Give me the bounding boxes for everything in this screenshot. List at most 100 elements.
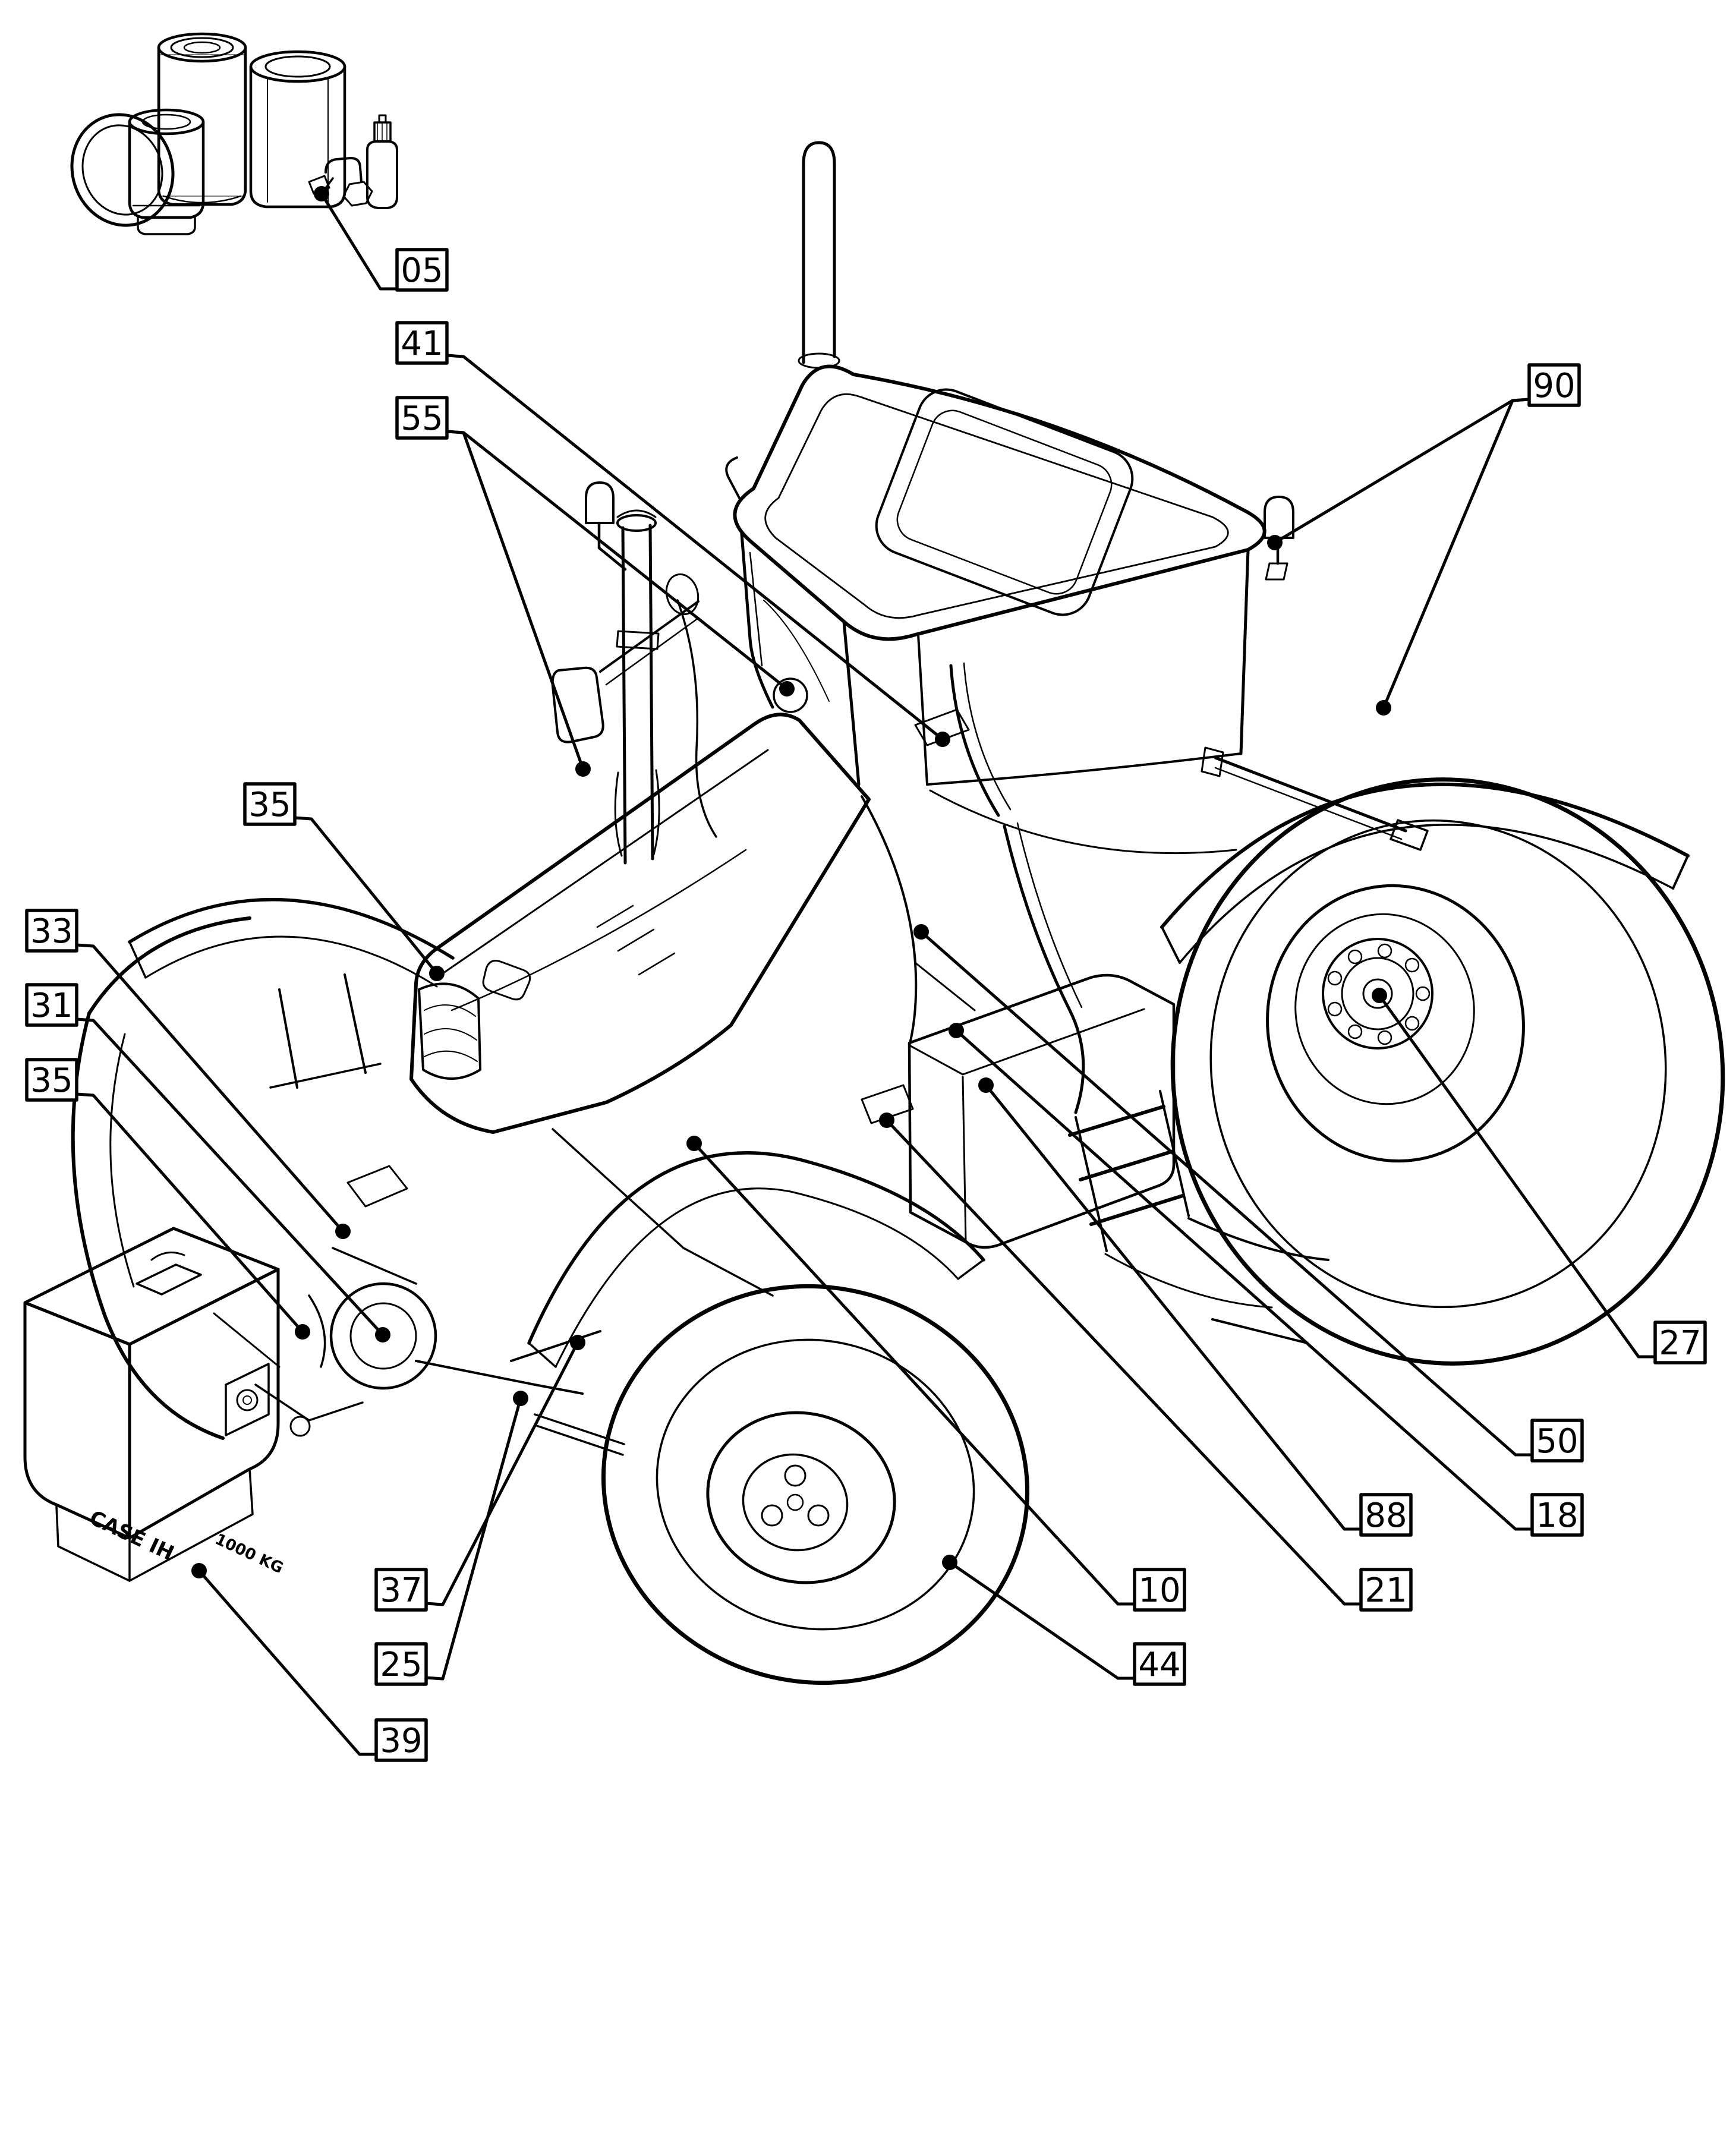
callout-10[interactable]: 10 — [686, 1136, 1186, 1612]
fender-mount-bar — [1214, 756, 1407, 833]
svg-text:90: 90 — [1533, 367, 1575, 405]
leader-41 — [445, 354, 944, 741]
leader-90-b — [1382, 398, 1531, 710]
leader-10 — [692, 1142, 1136, 1606]
step-tread — [1068, 1105, 1165, 1137]
svg-text:41: 41 — [401, 324, 443, 363]
weight-rating-text: 1000 KG — [212, 1530, 286, 1577]
leader-27 — [1378, 994, 1657, 1359]
svg-text:18: 18 — [1536, 1496, 1578, 1535]
leader-dot — [314, 186, 329, 201]
svg-text:35: 35 — [30, 1061, 73, 1100]
callout-37[interactable]: 37 — [374, 1335, 585, 1612]
cab-roof — [725, 141, 1266, 641]
tie-rod — [415, 1360, 584, 1395]
steering-cylinder — [510, 1330, 601, 1362]
headlight — [482, 960, 531, 1001]
front-hub — [742, 1453, 849, 1552]
svg-text:33: 33 — [30, 912, 73, 951]
leader-50 — [919, 930, 1534, 1457]
leader-55-a — [445, 430, 585, 771]
leader-dot — [429, 966, 445, 981]
callout-31[interactable]: 31 — [25, 983, 390, 1342]
leader-55-b — [445, 430, 789, 691]
rear-right-pillar — [1239, 548, 1250, 755]
leader-dot — [942, 1555, 957, 1570]
front-axle — [213, 1165, 625, 1456]
a-pillar-left — [740, 532, 774, 709]
drain-fitting — [308, 157, 373, 207]
rear-wheel — [1170, 777, 1725, 1366]
svg-text:39: 39 — [380, 1722, 422, 1760]
leader-dot — [949, 1023, 964, 1038]
callout-50[interactable]: 50 — [913, 924, 1584, 1463]
leader-35-hood — [293, 816, 439, 975]
callout-27[interactable]: 27 — [1372, 988, 1707, 1364]
breather-bottle — [366, 114, 398, 209]
callout-39[interactable]: 39 — [191, 1563, 428, 1762]
cowl-vent — [914, 708, 970, 746]
weight-clevis — [225, 1363, 270, 1436]
step-tread — [1089, 1194, 1184, 1226]
callout-41[interactable]: 41 — [395, 321, 950, 747]
leader-dot — [1372, 988, 1387, 1003]
belt-outer — [70, 113, 175, 227]
rear-hub — [1322, 938, 1433, 1050]
callout-90[interactable]: 90 — [1267, 363, 1581, 716]
svg-text:27: 27 — [1659, 1324, 1701, 1363]
svg-text:88: 88 — [1365, 1496, 1407, 1535]
secondary-air-filter — [249, 50, 346, 209]
svg-text:50: 50 — [1536, 1422, 1578, 1461]
svg-text:35: 35 — [248, 786, 291, 824]
coupler-block — [861, 1084, 914, 1124]
callout-35-axle[interactable]: 35 — [25, 1058, 310, 1340]
sunroof-hatch — [875, 388, 1134, 616]
svg-text:10: 10 — [1138, 1571, 1180, 1610]
weight-brand-text: CASE IH — [86, 1506, 178, 1565]
leader-dot — [575, 761, 591, 777]
rear-rim — [1266, 884, 1525, 1163]
callout-35-hood[interactable]: 35 — [243, 782, 445, 981]
callout-25[interactable]: 25 — [374, 1391, 528, 1686]
wiper — [763, 600, 830, 702]
leader-33 — [75, 943, 345, 1233]
svg-text:05: 05 — [401, 251, 443, 290]
grille — [418, 982, 481, 1080]
callout-18[interactable]: 18 — [949, 1023, 1584, 1537]
svg-text:55: 55 — [401, 399, 443, 438]
leader-dot — [686, 1136, 702, 1151]
leader-dot — [913, 924, 929, 940]
fender-lamp — [1390, 819, 1429, 851]
callout-21[interactable]: 21 — [879, 1113, 1413, 1612]
callout-05[interactable]: 05 — [314, 186, 449, 292]
leader-35-axle — [75, 1092, 304, 1334]
svg-text:37: 37 — [380, 1571, 422, 1610]
leader-dot — [335, 1224, 351, 1239]
air-intake-tube — [676, 599, 717, 838]
leader-dot — [935, 732, 950, 747]
front-fender — [527, 1151, 985, 1345]
leader-dot — [191, 1563, 207, 1578]
hood — [409, 713, 871, 1297]
leader-39 — [197, 1569, 378, 1756]
leader-37 — [424, 1341, 579, 1606]
leader-90-a — [1273, 398, 1531, 544]
callout-88[interactable]: 88 — [978, 1077, 1413, 1537]
callout-55[interactable]: 55 — [395, 396, 795, 777]
intake-port — [773, 677, 808, 713]
weight-top-slot — [136, 1263, 202, 1296]
svg-text:25: 25 — [380, 1646, 422, 1684]
handrail — [949, 664, 1000, 817]
step-tread — [1079, 1149, 1175, 1181]
leader-25 — [424, 1397, 522, 1681]
leader-dot — [375, 1327, 390, 1342]
callout-33[interactable]: 33 — [25, 909, 351, 1239]
callout-44[interactable]: 44 — [942, 1555, 1186, 1686]
leader-21 — [885, 1118, 1363, 1606]
leader-dot — [779, 681, 795, 697]
roof-grab-handle — [725, 456, 741, 499]
front-wheel — [527, 1151, 1030, 1685]
leader-dot — [879, 1113, 894, 1128]
